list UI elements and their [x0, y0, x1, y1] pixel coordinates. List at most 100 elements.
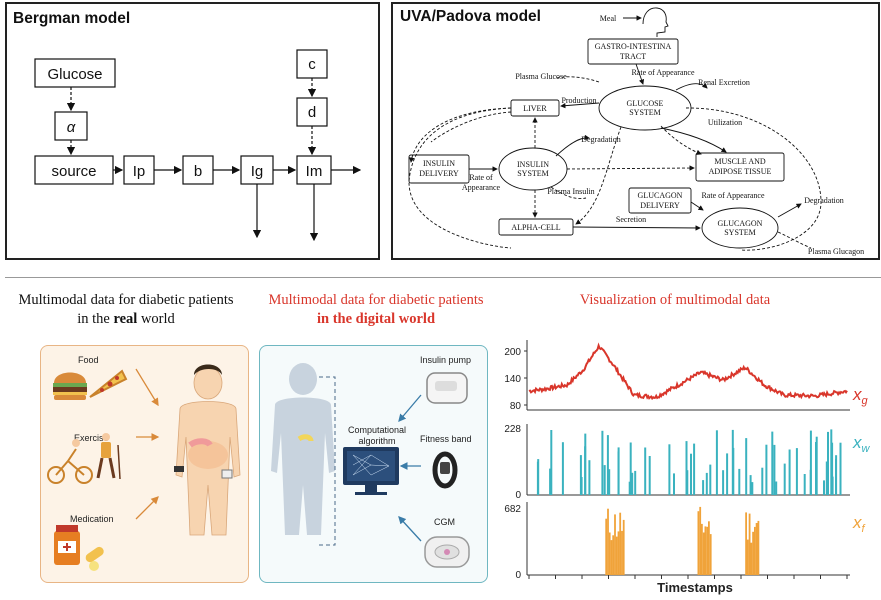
food-bar	[608, 532, 611, 575]
exercise-bar	[584, 446, 587, 495]
exercise-bar	[628, 481, 631, 495]
glucagon-delivery-label-2: DELIVERY	[640, 201, 680, 210]
exercise-bar	[775, 481, 778, 495]
exercise-bar	[606, 435, 609, 495]
renal-label: Renal Excretion	[698, 78, 750, 87]
exercise-bar	[795, 448, 798, 495]
exercise-bar	[751, 482, 754, 495]
b-label: b	[194, 163, 202, 180]
digital-caption: Multimodal data for diabetic patients in…	[250, 291, 502, 329]
food-label: Food	[78, 355, 99, 365]
food-bar	[748, 513, 751, 575]
exercise-bar	[726, 453, 729, 495]
exercise-bar	[629, 442, 632, 495]
alpha-cell-label: ALPHA-CELL	[511, 223, 560, 232]
exercise-bar	[709, 464, 712, 495]
plasma-glucagon-label: Plasma Glucagon	[808, 247, 864, 256]
food-ytick-682: 682	[504, 504, 521, 515]
exercise-label: Exercise	[74, 433, 109, 443]
ip-label: Ip	[133, 163, 146, 180]
insulin-delivery-label-2: DELIVERY	[419, 169, 459, 178]
plasma-glucose-label: Plasma Glucose	[515, 72, 567, 81]
food-bar	[754, 526, 756, 575]
exercise-bar	[550, 430, 553, 495]
digital-caption-line1: Multimodal data for diabetic patients	[268, 292, 484, 308]
insulin-system-label-2: SYSTEM	[517, 169, 549, 178]
secretion-label: Secretion	[616, 215, 646, 224]
food-bar	[610, 540, 613, 575]
utilization-label: Utilization	[708, 118, 742, 127]
exercise-bar	[765, 444, 768, 495]
glucose-box	[34, 58, 116, 88]
exercise-bar	[788, 449, 791, 495]
exercise-bar	[579, 455, 582, 495]
food-bar	[619, 512, 622, 575]
x-axis-label: Timestamps	[657, 580, 733, 595]
rate-appearance-label: Rate of Appearance	[631, 68, 695, 77]
food-bar	[622, 519, 625, 575]
exercise-bar	[773, 444, 776, 495]
d-label: d	[308, 104, 316, 121]
food-bar	[750, 542, 753, 575]
exercise-bar	[580, 477, 583, 495]
glucose-ytick-200: 200	[504, 347, 521, 358]
food-bar	[615, 536, 618, 575]
exercise-bar	[745, 438, 748, 495]
exercise-chart: 228 0 xw	[504, 424, 871, 501]
rate-appearance2-label-2: Appearance	[462, 183, 501, 192]
food-bar	[697, 511, 700, 575]
glucose-chart: 200 140 80 xg	[504, 340, 869, 412]
exercise-bars	[536, 429, 842, 495]
exercise-bar	[749, 475, 752, 495]
uva-diagram: Meal GASTRO-INTESTINA TRACT Rate of Appe…	[408, 7, 864, 256]
im-label: Im	[306, 163, 323, 180]
section-divider	[5, 277, 881, 278]
head-icon	[642, 7, 669, 37]
source-label: source	[51, 163, 96, 180]
exercise-bar	[685, 441, 688, 495]
gi-tract-label-2: TRACT	[620, 52, 646, 61]
exercise-bar	[835, 455, 838, 495]
exercise-bar	[809, 430, 812, 495]
food-chart: 682 0 xf	[504, 502, 866, 581]
digital-world-illustration	[271, 363, 470, 568]
x-ticks	[528, 575, 848, 579]
exercise-bar	[608, 469, 611, 495]
exercise-bar	[825, 461, 828, 495]
viz-caption: Visualization of multimodal data	[579, 292, 771, 308]
exercise-bar	[771, 431, 774, 495]
medication-icon	[54, 525, 104, 571]
uva-panel	[391, 2, 880, 260]
cgm-label: CGM	[434, 517, 455, 527]
exercise-bar	[702, 480, 705, 495]
fitness-band-icon	[432, 451, 458, 489]
exercise-bar	[690, 453, 692, 495]
muscle-label-1: MUSCLE AND	[714, 157, 766, 166]
food-bar	[752, 531, 754, 575]
exercise-bar	[601, 430, 604, 495]
patient-watch-icon	[174, 466, 184, 472]
algo-label-1: Computational	[347, 425, 407, 435]
exercise-bar	[693, 443, 696, 495]
food-bar	[612, 535, 615, 575]
exercise-bar	[561, 442, 564, 495]
exercise-bar	[537, 459, 540, 495]
exercise-bar	[827, 431, 829, 495]
food-bar	[702, 532, 705, 575]
food-bar	[607, 508, 609, 575]
insulin-system-label-1: INSULIN	[517, 160, 549, 169]
food-ytick-0: 0	[515, 570, 521, 581]
bergman-diagram: Glucose α source Ip b Ig Im c d	[34, 49, 362, 242]
rate-appearance3-label: Rate of Appearance	[701, 191, 765, 200]
alpha-label: α	[67, 119, 76, 136]
liver-label: LIVER	[523, 104, 547, 113]
food-bar	[701, 523, 703, 575]
exercise-series-name: xw	[852, 433, 871, 455]
patient-cgm-icon	[221, 469, 233, 479]
food-bar	[709, 534, 712, 575]
exercise-bar	[668, 444, 671, 495]
insulin-pump-icon	[426, 372, 468, 404]
food-bar	[704, 526, 707, 575]
food-bar	[621, 530, 623, 575]
exercise-bar	[617, 447, 620, 495]
